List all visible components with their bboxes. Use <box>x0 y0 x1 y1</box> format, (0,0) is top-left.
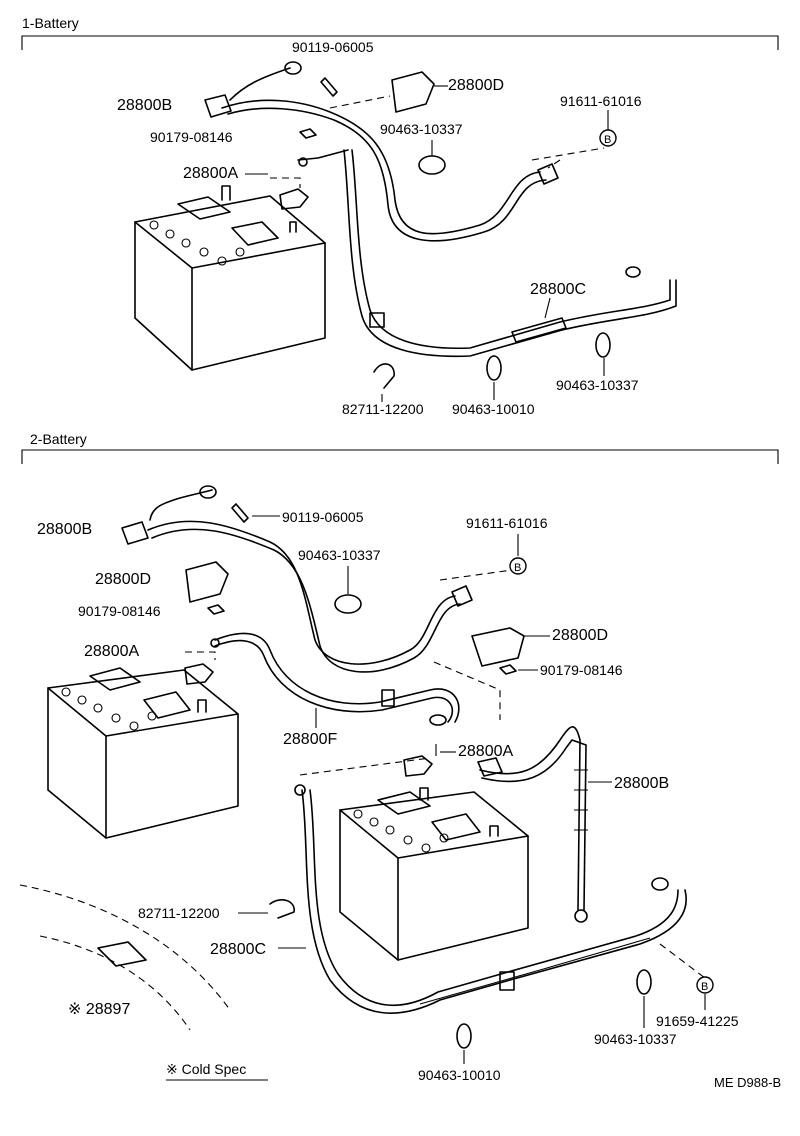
label-28800c: 28800C <box>530 281 586 298</box>
label2-90463-10337-a: 90463-10337 <box>298 547 381 563</box>
battery-2b <box>339 787 529 961</box>
label2-28800b: 28800B <box>37 521 92 538</box>
label-28800d: 28800D <box>448 77 504 94</box>
nut-90179-2a <box>207 604 225 615</box>
label2-82711-12200: 82711-12200 <box>138 905 220 921</box>
cable-28800c-2 <box>301 789 687 1014</box>
label2-90463-10010: 90463-10010 <box>418 1067 501 1083</box>
clamp-90463-2c <box>456 1023 472 1049</box>
label2-28897: ※ 28897 <box>68 1001 130 1018</box>
cable-28800b-2b <box>479 726 581 911</box>
label2-91659-41225: 91659-41225 <box>656 1013 739 1029</box>
connector-28800b-2 <box>121 521 149 545</box>
cover-28800d-2b <box>471 627 525 667</box>
cover-28800d-2a <box>185 561 229 603</box>
cold-spec-note: ※ Cold Spec <box>166 1061 246 1077</box>
label2-90179-08146-b: 90179-08146 <box>540 662 623 678</box>
section-2-battery: 2-Battery <box>19 431 779 1083</box>
terminal-28800a <box>279 188 309 210</box>
label-28800b: 28800B <box>117 97 172 114</box>
svg-text:B: B <box>604 134 611 146</box>
bolt-90119-2 <box>231 503 249 523</box>
battery-1 <box>134 185 326 371</box>
label2-91611-61016: 91611-61016 <box>466 515 548 531</box>
cable-28800f <box>214 632 460 723</box>
cable-28800c <box>351 149 671 350</box>
label2-28800a-a: 28800A <box>84 643 139 660</box>
label2-28800f: 28800F <box>283 731 337 748</box>
label-plate-28897 <box>97 941 147 967</box>
label-90463-10337-a: 90463-10337 <box>380 121 463 137</box>
cable-28800b-2-end <box>149 489 213 521</box>
cable-28800b-2 <box>147 520 456 665</box>
label2-28800a-b: 28800A <box>458 743 513 760</box>
diagram-code: ME D988-B <box>714 1075 781 1090</box>
clamp-90463-c <box>595 332 611 358</box>
section-1-bracket <box>21 35 779 50</box>
label2-90463-10337-b: 90463-10337 <box>594 1031 677 1047</box>
clamp-82711 <box>373 363 395 389</box>
section-1-title: 1-Battery <box>22 15 79 31</box>
clamp-82711-2 <box>269 899 295 919</box>
terminal-28800a-2a <box>184 663 214 685</box>
label2-28800c: 28800C <box>210 941 266 958</box>
clamp-90463-b <box>486 355 502 381</box>
nut-90179-2b <box>499 664 517 675</box>
label-91611-61016: 91611-61016 <box>560 93 642 109</box>
label-90119-06005: 90119-06005 <box>292 39 374 55</box>
ref-b-3 <box>696 976 714 994</box>
svg-text:B: B <box>701 981 708 993</box>
clamp-90463-a <box>418 155 446 175</box>
cable-28800b <box>221 99 541 235</box>
label-90179-08146: 90179-08146 <box>150 129 233 145</box>
connector-28800b <box>204 94 232 118</box>
spare-tire-outline <box>19 884 231 1011</box>
label2-90179-08146-a: 90179-08146 <box>78 603 161 619</box>
label2-90119-06005: 90119-06005 <box>282 509 364 525</box>
label-28800a: 28800A <box>183 165 238 182</box>
battery-2a <box>47 667 239 839</box>
section-1-battery: 1-Battery <box>21 15 779 417</box>
label-90463-10010: 90463-10010 <box>452 401 535 417</box>
label2-28800b-b: 28800B <box>614 775 669 792</box>
section-2-bracket <box>21 449 779 464</box>
cable-28800b-end <box>229 67 291 101</box>
label-82711-12200: 82711-12200 <box>342 401 424 417</box>
cover-28800d <box>391 71 435 113</box>
label2-28800d-a: 28800D <box>95 571 151 588</box>
bolt-90119 <box>320 77 338 97</box>
section-2-title: 2-Battery <box>30 431 87 447</box>
label-90463-10337-b: 90463-10337 <box>556 377 639 393</box>
ref-b-2 <box>509 557 527 575</box>
label2-28800d-b: 28800D <box>552 627 608 644</box>
clamp-90463-2a <box>334 594 362 614</box>
clamp-90463-2b <box>636 969 652 995</box>
terminal-28800a-2b <box>403 755 433 777</box>
nut-90179 <box>299 128 317 139</box>
svg-text:B: B <box>514 562 521 574</box>
